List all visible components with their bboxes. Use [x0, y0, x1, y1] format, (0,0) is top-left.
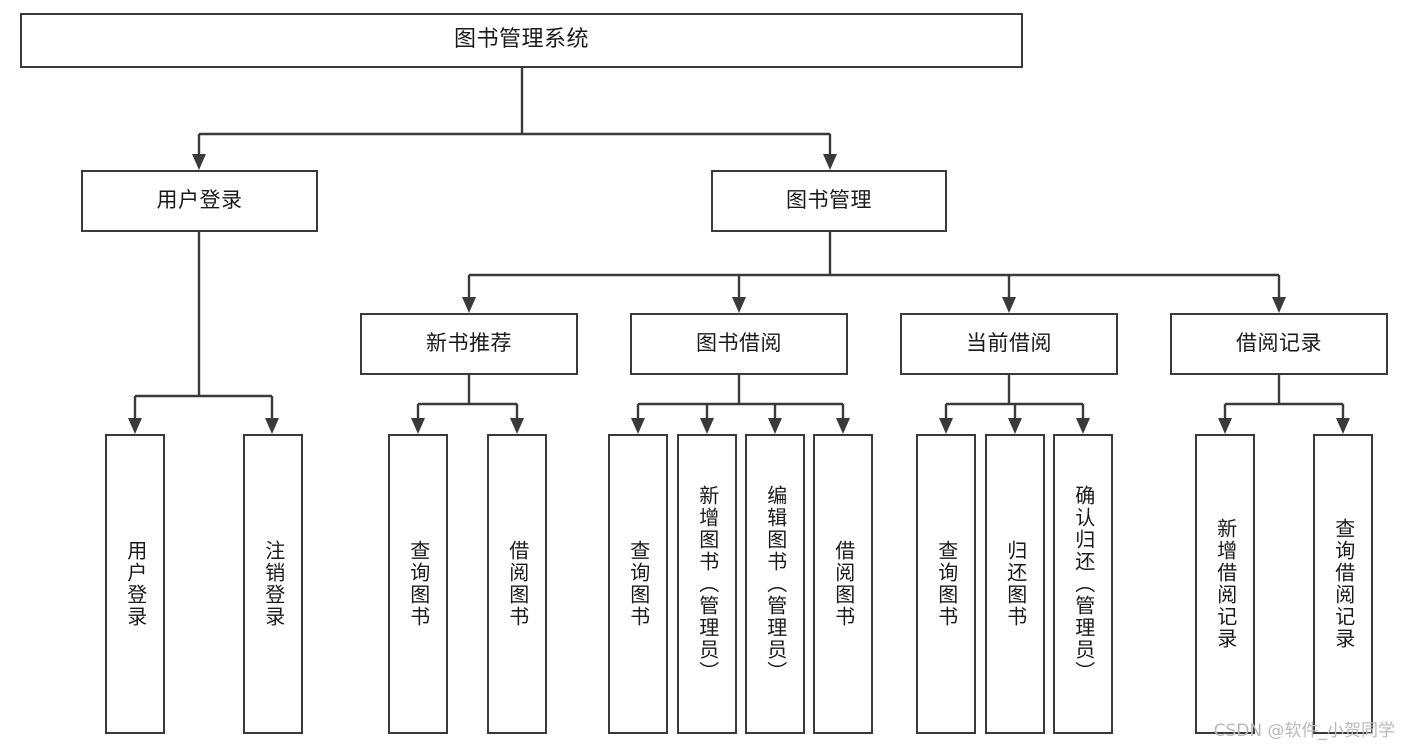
node-user-login[interactable]: 用户登录	[81, 170, 318, 232]
node-leaf-borrow-book[interactable]: 借阅图书	[813, 434, 873, 734]
arrowhead-book-borrow	[732, 297, 746, 313]
node-leaf-query-record-label: 查询借阅记录	[1331, 518, 1356, 650]
node-leaf-query-book-borrow[interactable]: 查询图书	[608, 434, 668, 734]
node-leaf-confirm-return[interactable]: 确认归还（管理员）	[1053, 434, 1113, 734]
node-borrow-record[interactable]: 借阅记录	[1170, 313, 1388, 375]
node-book-borrow-label: 图书借阅	[696, 331, 782, 356]
node-leaf-add-book[interactable]: 新增图书（管理员）	[677, 434, 737, 734]
node-book-manage-label: 图书管理	[786, 188, 872, 213]
node-new-book-recommend[interactable]: 新书推荐	[360, 313, 578, 375]
arrowhead-book-manage	[823, 154, 837, 170]
node-leaf-query-record[interactable]: 查询借阅记录	[1313, 434, 1373, 734]
node-leaf-add-book-label: 新增图书（管理员）	[695, 485, 720, 683]
node-book-borrow[interactable]: 图书借阅	[630, 313, 848, 375]
arrowhead-leaf-edit-book	[768, 418, 782, 434]
arrowhead-leaf-query-record	[1336, 418, 1350, 434]
node-leaf-query-book-rec-label: 查询图书	[406, 540, 431, 628]
arrowhead-leaf-logout	[265, 418, 279, 434]
node-current-borrow[interactable]: 当前借阅	[900, 313, 1118, 375]
node-leaf-query-book-rec[interactable]: 查询图书	[388, 434, 448, 734]
node-leaf-edit-book-label: 编辑图书（管理员）	[763, 485, 788, 683]
arrowhead-user-login	[192, 154, 206, 170]
node-borrow-record-label: 借阅记录	[1236, 331, 1322, 356]
node-new-book-recommend-label: 新书推荐	[426, 331, 512, 356]
arrowhead-leaf-query-book-rec	[411, 418, 425, 434]
arrowhead-leaf-borrow-book-rec	[510, 418, 524, 434]
arrowhead-leaf-borrow-book	[836, 418, 850, 434]
arrowhead-borrow-record	[1272, 297, 1286, 313]
node-leaf-query-book-cur-label: 查询图书	[934, 540, 959, 628]
node-leaf-edit-book[interactable]: 编辑图书（管理员）	[745, 434, 805, 734]
node-leaf-borrow-book-label: 借阅图书	[831, 540, 856, 628]
node-book-manage[interactable]: 图书管理	[711, 170, 947, 232]
arrowhead-leaf-return-book	[1008, 418, 1022, 434]
node-user-login-label: 用户登录	[156, 188, 243, 213]
node-leaf-logout[interactable]: 注销登录	[243, 434, 303, 734]
node-leaf-query-book-borrow-label: 查询图书	[626, 540, 651, 628]
node-leaf-borrow-book-rec[interactable]: 借阅图书	[487, 434, 547, 734]
node-leaf-user-login[interactable]: 用户登录	[105, 434, 165, 734]
node-leaf-query-book-cur[interactable]: 查询图书	[916, 434, 976, 734]
node-leaf-borrow-book-rec-label: 借阅图书	[505, 540, 530, 628]
arrowhead-leaf-query-book-cur	[939, 418, 953, 434]
arrowhead-new-book-recommend	[462, 297, 476, 313]
node-root[interactable]: 图书管理系统	[20, 13, 1023, 68]
csdn-watermark: CSDN @软件_小贺同学	[1213, 721, 1395, 741]
arrowhead-current-borrow	[1002, 297, 1016, 313]
node-leaf-logout-label: 注销登录	[261, 540, 286, 628]
arrowhead-leaf-confirm-return	[1076, 418, 1090, 434]
arrowhead-leaf-add-record	[1218, 418, 1232, 434]
node-current-borrow-label: 当前借阅	[966, 331, 1052, 356]
node-leaf-add-record-label: 新增借阅记录	[1213, 518, 1238, 650]
node-leaf-confirm-return-label: 确认归还（管理员）	[1071, 485, 1096, 683]
node-leaf-return-book[interactable]: 归还图书	[985, 434, 1045, 734]
node-leaf-return-book-label: 归还图书	[1003, 540, 1028, 628]
node-leaf-add-record[interactable]: 新增借阅记录	[1195, 434, 1255, 734]
node-leaf-user-login-label: 用户登录	[123, 540, 148, 628]
arrowhead-leaf-user-login	[128, 418, 142, 434]
arrowhead-leaf-query-book-borrow	[631, 418, 645, 434]
arrowhead-leaf-add-book	[700, 418, 714, 434]
node-root-label: 图书管理系统	[453, 27, 589, 53]
